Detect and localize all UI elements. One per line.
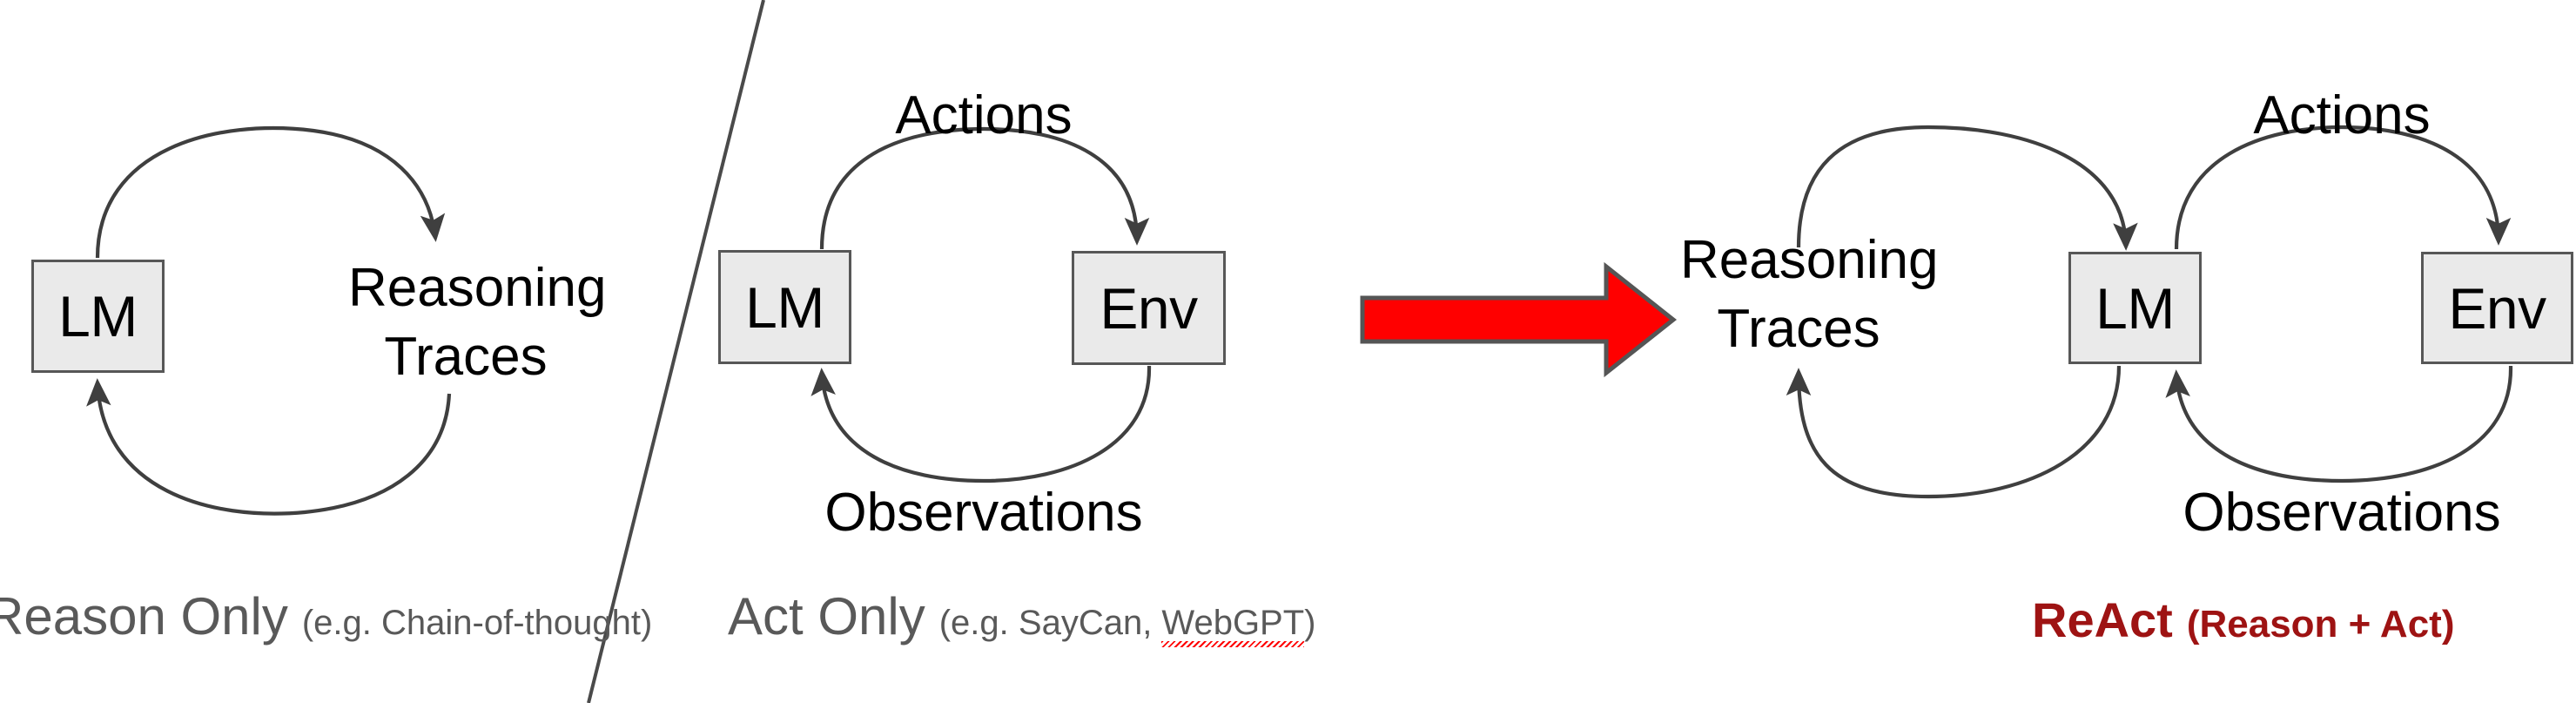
panel-reason-only-loop <box>86 125 452 516</box>
panel-reason-only-caption: Reason Only(e.g. Chain-of-thought) <box>0 591 652 643</box>
panel-react-label-actions: Actions <box>2253 85 2431 145</box>
arc-lm-to-reasoning <box>95 125 446 259</box>
panel-divider-line <box>587 0 765 703</box>
panel-reason-only-node-lm[interactable]: LM <box>31 260 165 373</box>
panel-react-loops <box>1786 125 2513 499</box>
panel-reason-only-label-traces: Traces <box>384 327 548 387</box>
panel-reason-only-label-reasoning: Reasoning <box>348 258 607 318</box>
panel-act-only-label-actions: Actions <box>895 85 1073 145</box>
panel-act-only-caption-main: Act Only <box>728 587 925 646</box>
panel-react-caption-sub: (Reason + Act) <box>2186 603 2455 646</box>
panel-reason-only-caption-main: Reason Only <box>0 587 288 646</box>
arc-reasoning-to-lm <box>86 378 452 516</box>
red-transition-arrow <box>1360 261 1678 378</box>
panel-react-caption: ReAct(Reason + Act) <box>2032 596 2454 645</box>
panel-act-only-loop <box>810 126 1152 483</box>
panel-reason-only-caption-sub: (e.g. Chain-of-thought) <box>301 604 653 642</box>
arc-observations <box>2165 365 2513 483</box>
panel-act-only-node-lm[interactable]: LM <box>718 250 851 364</box>
panel-react-node-lm[interactable]: LM <box>2068 252 2202 364</box>
panel-react-node-env[interactable]: Env <box>2421 252 2573 364</box>
panel-act-only-label-observations: Observations <box>824 483 1143 543</box>
panel-act-only-caption-sub-prefix: (e.g. SayCan, <box>938 604 1162 642</box>
arc-observations <box>810 365 1152 483</box>
panel-act-only-caption: Act Only(e.g. SayCan, WebGPT) <box>728 591 1316 647</box>
arc-lm-to-reasoning-traces <box>1786 365 2122 499</box>
panel-react-label-traces: Traces <box>1717 299 1880 359</box>
panel-react-label-observations: Observations <box>2183 483 2501 543</box>
panel-act-only-node-env[interactable]: Env <box>1072 251 1226 365</box>
arc-actions <box>2174 125 2512 250</box>
arc-actions <box>819 126 1150 250</box>
panel-act-only-caption-sub-misspelled-webgpt: WebGPT <box>1161 604 1305 647</box>
panel-react-label-reasoning: Reasoning <box>1680 230 1939 290</box>
panel-act-only-caption-sub-tail: ) <box>1304 604 1316 642</box>
panel-react-caption-main: ReAct <box>2032 592 2173 647</box>
arc-reasoning-traces-to-lm <box>1796 125 2138 251</box>
